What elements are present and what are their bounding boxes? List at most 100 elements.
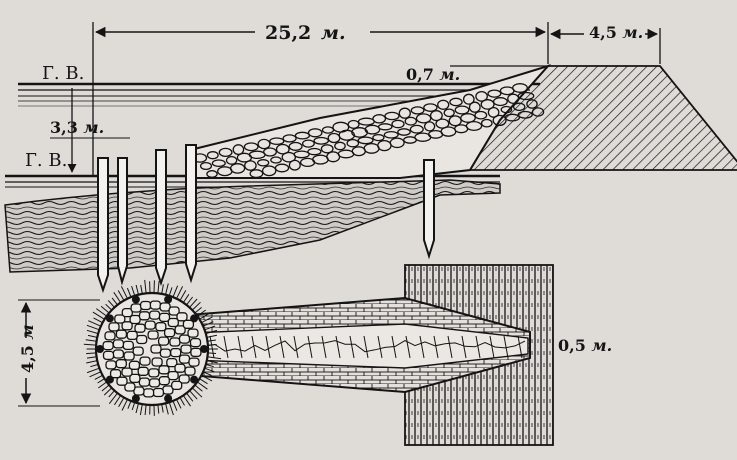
pile-dot bbox=[190, 376, 198, 384]
cobble-stone bbox=[159, 337, 169, 345]
crest-width-label: 4,5 м. bbox=[589, 23, 643, 42]
cobble-stone bbox=[113, 340, 123, 348]
cobble-stone bbox=[104, 351, 114, 359]
fringe-stroke bbox=[158, 405, 159, 414]
dimension-crest: 4,5 м. bbox=[551, 23, 657, 42]
fringe-stroke bbox=[180, 290, 186, 300]
fringe-stroke bbox=[101, 306, 109, 313]
cobble-stone bbox=[135, 324, 145, 332]
fringe-stroke bbox=[84, 344, 96, 345]
low-water-label: Г. В. bbox=[25, 150, 67, 171]
fringe-stroke bbox=[122, 399, 128, 410]
cobble-stone bbox=[123, 341, 133, 349]
length-label: 25,2 м. bbox=[265, 22, 346, 44]
pile-dot bbox=[106, 314, 114, 322]
fringe-stroke bbox=[98, 382, 106, 388]
fringe-stroke bbox=[132, 286, 135, 296]
cobble-stone bbox=[171, 349, 181, 357]
fringe-stroke bbox=[177, 399, 182, 408]
cobble-stone bbox=[156, 323, 166, 331]
cobble-stone bbox=[148, 331, 158, 339]
cobble-stone bbox=[139, 378, 149, 386]
pile-dot bbox=[200, 345, 208, 353]
cobble-stone bbox=[150, 379, 160, 387]
fringe-stroke bbox=[112, 298, 117, 305]
fringe-stroke bbox=[90, 364, 98, 366]
fringe-stroke bbox=[86, 353, 96, 354]
cobble-stone bbox=[113, 350, 123, 358]
fringe-stroke bbox=[86, 361, 97, 363]
cobble-stone bbox=[109, 323, 119, 331]
fringe-stroke bbox=[86, 340, 97, 342]
fringe-stroke bbox=[162, 404, 164, 412]
cobble-stone bbox=[189, 358, 199, 366]
pile-dot bbox=[132, 296, 140, 304]
cobble-stone bbox=[150, 311, 160, 319]
cobble-stone bbox=[144, 389, 154, 397]
cobble-stone bbox=[160, 349, 170, 357]
cobble-stone bbox=[191, 339, 201, 347]
pile bbox=[98, 158, 108, 290]
fringe-stroke bbox=[95, 375, 103, 379]
cobble-stone bbox=[153, 389, 163, 397]
pile bbox=[424, 160, 434, 256]
fringe-stroke bbox=[136, 403, 139, 413]
cobble-stone bbox=[175, 364, 185, 372]
fringe-stroke bbox=[104, 388, 112, 395]
cobble-stone bbox=[131, 304, 141, 312]
fringe-stroke bbox=[90, 372, 101, 377]
fringe-stroke bbox=[140, 404, 142, 415]
plan-view: 4,5 м 0,5 м. bbox=[18, 265, 612, 445]
pile-dot bbox=[164, 296, 172, 304]
fringe-stroke bbox=[145, 280, 146, 293]
fringe-stroke bbox=[88, 321, 101, 327]
cobble-stone bbox=[172, 381, 182, 389]
fringe-stroke bbox=[180, 398, 185, 406]
fringe-stroke bbox=[87, 368, 99, 372]
fringe-stroke bbox=[173, 401, 177, 411]
fringe-stroke bbox=[108, 301, 114, 308]
fringe-stroke bbox=[119, 398, 124, 407]
fringe-stroke bbox=[132, 402, 135, 410]
fringe-stroke bbox=[166, 403, 169, 414]
fringe-stroke bbox=[208, 353, 216, 354]
fringe-stroke bbox=[200, 379, 208, 384]
fringe-stroke bbox=[173, 286, 178, 297]
fringe-stroke bbox=[158, 281, 159, 293]
cobble-stone bbox=[106, 361, 116, 369]
fringe-stroke bbox=[88, 335, 97, 337]
fringe-stroke bbox=[98, 379, 105, 383]
head-width-label: 4,5 м bbox=[18, 324, 37, 373]
fringe-stroke bbox=[94, 318, 103, 323]
height-label: 0,7 м. bbox=[406, 65, 460, 84]
cobble-stone bbox=[124, 352, 134, 360]
fringe-stroke bbox=[169, 402, 173, 415]
fringe-stroke bbox=[136, 285, 138, 295]
fringe-stroke bbox=[87, 330, 98, 333]
cobble-stone bbox=[116, 330, 126, 338]
cobble-stone bbox=[165, 329, 175, 337]
fringe-stroke bbox=[102, 385, 109, 391]
cobble-stone bbox=[130, 316, 140, 324]
fringe-stroke bbox=[166, 284, 169, 295]
fringe-stroke bbox=[169, 287, 172, 295]
fringe-stroke bbox=[187, 393, 193, 401]
cobble-stone bbox=[122, 368, 132, 376]
cobble-stone bbox=[159, 366, 169, 374]
cobble-stone bbox=[152, 358, 162, 366]
fringe-stroke bbox=[128, 401, 131, 409]
cobble-stone bbox=[181, 345, 191, 353]
cobble-stone bbox=[138, 367, 148, 375]
cobble-stone bbox=[151, 345, 161, 353]
cobble-stone bbox=[116, 360, 126, 368]
cobble-stone bbox=[177, 313, 187, 321]
fringe-stroke bbox=[106, 304, 112, 310]
pile bbox=[118, 158, 127, 282]
fringe-stroke bbox=[208, 345, 217, 346]
cobble-stone bbox=[137, 336, 147, 344]
cobble-stone bbox=[149, 369, 159, 377]
pile bbox=[186, 145, 196, 280]
pile-dot bbox=[190, 314, 198, 322]
pile-dot bbox=[96, 345, 104, 353]
root-width-label: 0,5 м. bbox=[558, 336, 612, 355]
